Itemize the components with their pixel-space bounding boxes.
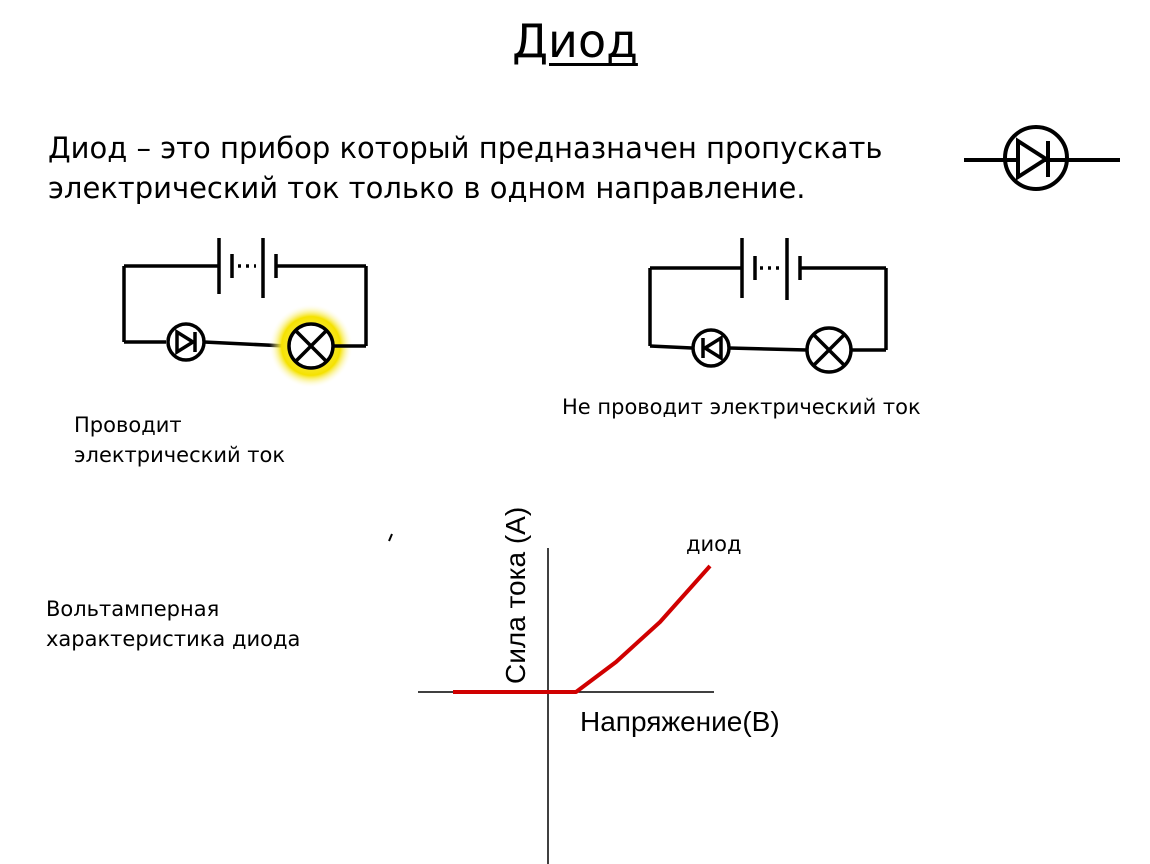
caption-conducts: Проводит электрический ток bbox=[74, 410, 285, 470]
page-title: Диод bbox=[512, 14, 638, 68]
battery-icon bbox=[650, 238, 886, 300]
diode-forward-icon bbox=[166, 322, 206, 362]
caption-iv-line2: характеристика диода bbox=[46, 627, 301, 651]
caption-not-conducts: Не проводит электрический ток bbox=[562, 395, 921, 419]
caption-iv-characteristic: Вольтамперная характеристика диода bbox=[46, 594, 300, 654]
stray-mark bbox=[388, 533, 393, 542]
diode-symbol-icon bbox=[964, 125, 1120, 191]
caption-iv-line1: Вольтамперная bbox=[46, 597, 220, 621]
lamp-off-icon bbox=[805, 326, 853, 374]
curve-label: диод bbox=[686, 532, 742, 556]
x-axis-label: Напряжение(В) bbox=[580, 706, 780, 737]
diode-reverse-icon bbox=[691, 328, 731, 368]
circuit-not-conducting bbox=[648, 238, 888, 374]
circuit-conducting bbox=[122, 238, 368, 388]
caption-conducts-line2: электрический ток bbox=[74, 443, 286, 467]
lamp-lit-icon bbox=[269, 304, 353, 388]
battery-icon bbox=[124, 238, 366, 298]
diode-definition: Диод – это прибор который предназначен п… bbox=[48, 131, 883, 205]
caption-conducts-line1: Проводит bbox=[74, 413, 182, 437]
iv-graph bbox=[418, 548, 714, 864]
y-axis-label: Сила тока (А) bbox=[500, 506, 531, 684]
iv-curve bbox=[453, 564, 712, 694]
